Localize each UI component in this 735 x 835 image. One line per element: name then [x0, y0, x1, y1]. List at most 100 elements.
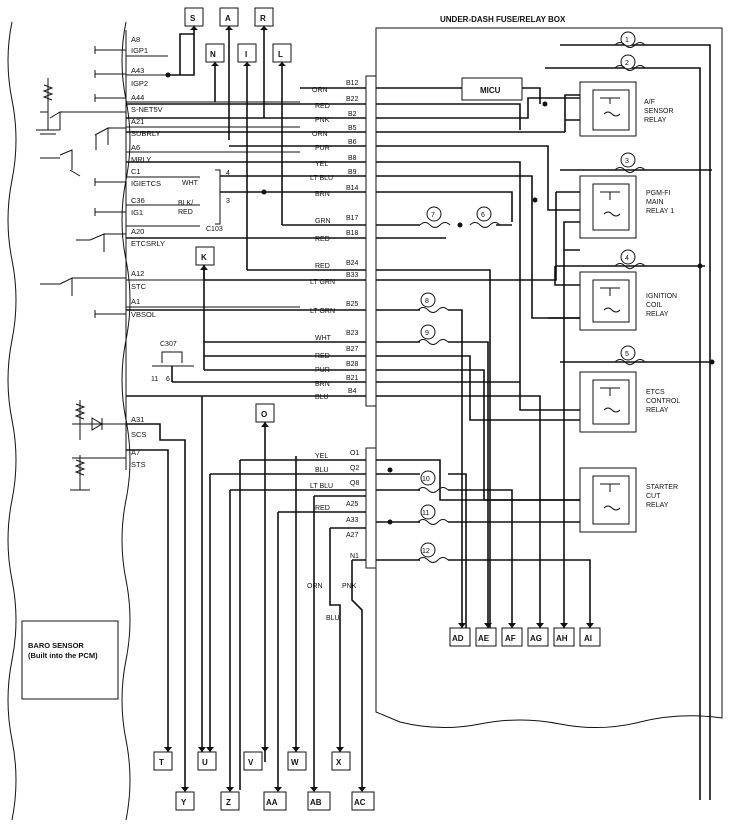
- fb-pin: A33: [346, 517, 359, 524]
- fuse-number: 9: [425, 330, 429, 337]
- wire-color: YEL: [315, 453, 328, 460]
- wire-color: BLU: [315, 467, 329, 474]
- pcm-outline: [7, 21, 131, 821]
- c103-name: C103: [206, 226, 223, 233]
- wire-color: LT BLU: [310, 483, 333, 490]
- fb-pin: B12: [346, 80, 359, 87]
- baro-sensor-box: BARO SENSOR (Built into the PCM): [21, 620, 119, 700]
- pcm-pin: A1: [131, 297, 140, 306]
- connector-ag: AG: [530, 634, 542, 643]
- fb-pin: B9: [348, 169, 357, 176]
- relay-label: ETCS: [646, 389, 665, 396]
- relay-label: STARTER: [646, 484, 678, 491]
- fb-pin: B22: [346, 96, 359, 103]
- pgm-fi-main-relay: PGM-FI MAIN RELAY 1: [556, 175, 674, 250]
- c103-wire3a: BLK/: [178, 200, 193, 207]
- fuse-symbol: [417, 339, 449, 345]
- wire-color: ORN: [312, 131, 328, 138]
- wire-color: WHT: [315, 335, 332, 342]
- fb-pin: B8: [348, 155, 357, 162]
- fusebox-internal-wires: [376, 44, 715, 800]
- fuse-number-badge: [420, 324, 436, 340]
- wire-color: LT GRN: [310, 279, 335, 286]
- ignition-coil-relay: IGNITION COIL RELAY: [548, 266, 677, 331]
- connector-z: Z: [226, 798, 231, 807]
- pcm-pin-labels: A8 IGP1 A43 IGP2 A44 S-NET5V A21 SUBRLY …: [131, 35, 165, 469]
- fuse-number-badge: [426, 206, 442, 222]
- wire-color: RED: [315, 263, 330, 270]
- connector-ab: AB: [310, 798, 322, 807]
- fuse-number-badge: [620, 345, 636, 361]
- fb-pin: B28: [346, 361, 359, 368]
- fb-pin: B17: [346, 215, 359, 222]
- connector-r: R: [260, 14, 266, 23]
- fb-pin: B25: [346, 301, 359, 308]
- relay-label: RELAY: [646, 311, 669, 318]
- connector-y: Y: [181, 798, 187, 807]
- top-connectors: S A R N I L: [184, 7, 292, 63]
- c103-wire4: WHT: [182, 180, 199, 187]
- fuse-number: 2: [625, 60, 629, 67]
- wire-color: BRN: [315, 381, 330, 388]
- wire-color: LT GRN: [310, 308, 335, 315]
- fuse-number-badge: [476, 206, 492, 222]
- connector-v: V: [248, 758, 254, 767]
- wire-color: PUR: [315, 367, 330, 374]
- pcm-pin: A7: [131, 448, 140, 457]
- fb-pin: B2: [348, 111, 357, 118]
- fuse-number: 6: [481, 212, 485, 219]
- pcm-pin: A31: [131, 415, 144, 424]
- relay-label: MAIN: [646, 199, 664, 206]
- pcm-pin: A8: [131, 35, 140, 44]
- fuse-number: 10: [422, 476, 430, 483]
- fb-pin: B23: [346, 330, 359, 337]
- fuse-symbol: [614, 167, 646, 173]
- fuse-number: 8: [425, 298, 429, 305]
- fuse-relay-box: UNDER-DASH FUSE/RELAY BOX: [365, 15, 723, 729]
- relay-label: IGNITION: [646, 293, 677, 300]
- fuse-box-pin-labels: B12 B22 B2 B5 B6 B8 B9 B14 B17 B18 B24 B…: [346, 80, 359, 560]
- fuse-number: 11: [422, 510, 429, 517]
- pcm-pin-name: IG1: [131, 208, 143, 217]
- connector-c307: C307 11 6: [151, 341, 194, 383]
- connector-ah: AH: [556, 634, 568, 643]
- pcm-pin-name: STC: [131, 282, 147, 291]
- pcm-pin-name: S-NET5V: [131, 105, 163, 114]
- pcm-pin: C36: [131, 196, 145, 205]
- pcm-pin-name: IGP1: [131, 46, 148, 55]
- fuse-symbol: [469, 222, 501, 228]
- fb-pin: B27: [346, 346, 359, 353]
- fuse-symbol: [614, 65, 646, 71]
- connector-l: L: [278, 50, 283, 59]
- connector-a: A: [225, 14, 231, 23]
- af-sensor-relay: A/F SENSOR RELAY: [564, 81, 674, 137]
- fb-pin: A27: [346, 532, 359, 539]
- micu-box: MICU: [376, 77, 541, 104]
- connector-w: W: [291, 758, 299, 767]
- pcm-internal-circuits: [36, 46, 126, 491]
- wire-color: LT BLU: [310, 175, 333, 182]
- wire-color: GRN: [315, 218, 331, 225]
- c307-pin6: 6: [166, 376, 170, 383]
- connector-arrows: [164, 26, 594, 792]
- wire-color-labels: ORN RED PNK ORN PUR YEL LT BLU BRN GRN R…: [310, 87, 335, 512]
- fuse-number-badge: [420, 542, 436, 558]
- relay-label: PGM-FI: [646, 190, 671, 197]
- fuse-number: 4: [625, 255, 629, 262]
- fb-pin: O1: [350, 450, 359, 457]
- fuse-symbol: [417, 487, 449, 493]
- pcm-pin-name: MRLY: [131, 155, 151, 164]
- pcm-pin-name: VBSOL: [131, 310, 156, 319]
- relay-label: CUT: [646, 493, 661, 500]
- relay-label: RELAY: [646, 502, 669, 509]
- connector-ad: AD: [452, 634, 464, 643]
- connector-n: N: [210, 50, 216, 59]
- starter-cut-relay: STARTER CUT RELAY: [579, 467, 678, 533]
- pcm-pin-name: IGP2: [131, 79, 148, 88]
- fuse-symbol: [614, 263, 646, 269]
- fuse-number-badge: [420, 470, 436, 486]
- pcm-pin-name: SUBRLY: [131, 129, 160, 138]
- etcs-control-relay: ETCS CONTROL RELAY: [579, 371, 680, 433]
- pcm-pin-name: SCS: [131, 430, 146, 439]
